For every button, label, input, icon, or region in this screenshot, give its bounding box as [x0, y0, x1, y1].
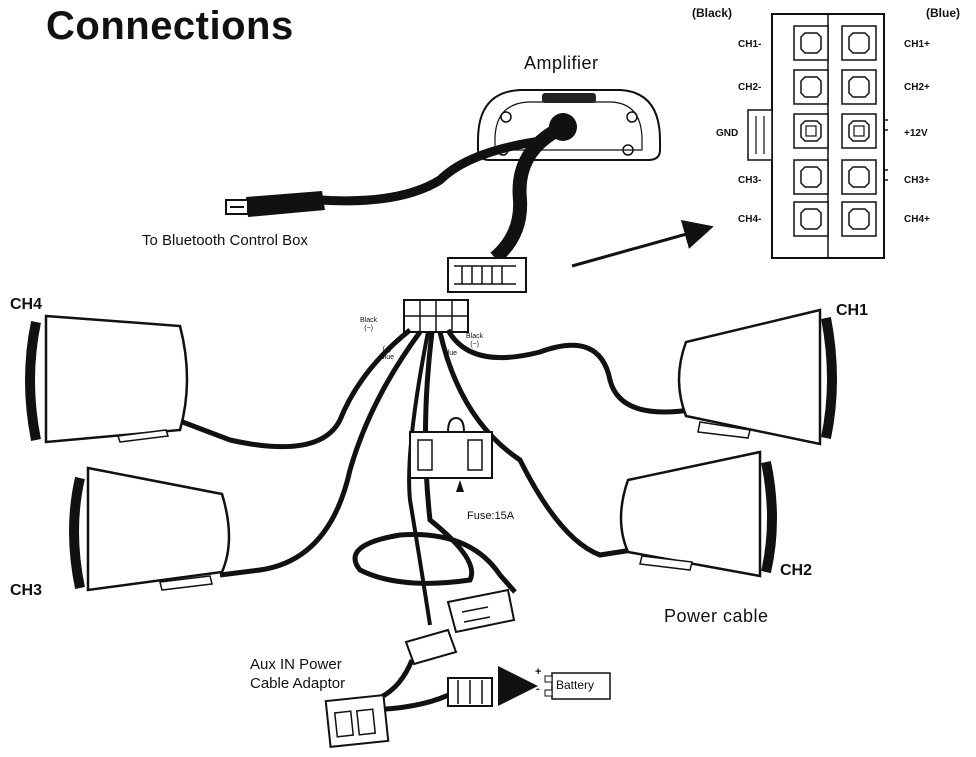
- pin-socket-left-1: [800, 32, 822, 54]
- blue-left-text: Blue: [380, 354, 395, 361]
- pin-socket-left-2: [800, 76, 822, 98]
- black-right-sign: (−): [470, 341, 479, 348]
- ch1-wire: [445, 328, 691, 415]
- ch1-label: CH1: [836, 302, 869, 319]
- pin-square-right: [853, 125, 865, 137]
- pin-cell-left-2: [793, 69, 829, 105]
- aux-label-line1: Aux IN Power: [250, 656, 342, 673]
- pinout-pointer-arrow: [571, 220, 714, 268]
- pin-cell-left-4: [793, 159, 829, 195]
- pin-cell-right-4: [841, 159, 877, 195]
- pin-ch3-plus: CH3+: [904, 175, 930, 186]
- ch4-wire: [171, 328, 412, 450]
- pin-socket-left-3: [800, 120, 822, 142]
- pinout-left-header: (Black): [692, 6, 733, 20]
- pin-socket-right-2: [848, 76, 870, 98]
- bluetooth-cable: [319, 135, 549, 206]
- battery-label: Battery: [556, 678, 595, 692]
- pin-ch2-minus: CH2-: [738, 82, 762, 93]
- page-title: Connections: [46, 4, 294, 48]
- pin-socket-left-4: [800, 166, 822, 188]
- pin-ch1-plus: CH1+: [904, 39, 930, 50]
- amplifier-label: Amplifier: [524, 53, 599, 73]
- battery-plus: +: [535, 666, 542, 678]
- power-cable-label: Power cable: [664, 606, 769, 626]
- speaker-ch4: [25, 314, 189, 444]
- battery-plug: [447, 677, 493, 707]
- speaker-ch3: [69, 466, 231, 592]
- battery-box: [544, 672, 611, 700]
- pinout-right-header: (Blue): [926, 6, 960, 20]
- pin-socket-left-5: [800, 208, 822, 230]
- harness-connector: [403, 299, 469, 333]
- black-right-tag: Black (−): [466, 333, 483, 349]
- main-connector: [447, 257, 527, 293]
- bluetooth-plug: [225, 191, 325, 217]
- battery-minus: -: [536, 683, 540, 695]
- pin-ch4-minus: CH4-: [738, 214, 762, 225]
- aux-plug: [404, 628, 458, 666]
- pin-socket-right-5: [848, 208, 870, 230]
- fuse-label: Fuse:15A: [467, 510, 515, 522]
- pin-cell-right-1: [841, 25, 877, 61]
- ch4-label: CH4: [10, 296, 43, 313]
- bluetooth-label: To Bluetooth Control Box: [142, 232, 308, 249]
- power-plug: [446, 588, 516, 634]
- ch2-label: CH2: [780, 562, 813, 579]
- speaker-ch2: [619, 450, 777, 578]
- pin-ch1-minus: CH1-: [738, 39, 762, 50]
- fuse-holder: [409, 416, 493, 492]
- black-left-sign: (−): [364, 325, 373, 332]
- pin-cell-left-5: [793, 201, 829, 237]
- pin-cell-right-5: [841, 201, 877, 237]
- pin-cell-left-3: [793, 113, 829, 149]
- pin-12v: +12V: [904, 128, 928, 139]
- pin-cell-left-1: [793, 25, 829, 61]
- pin-socket-right-1: [848, 32, 870, 54]
- pin-ch2-plus: CH2+: [904, 82, 930, 93]
- pin-gnd: GND: [716, 128, 739, 139]
- pinout-cells: [793, 25, 877, 237]
- aux-socket: [324, 693, 390, 749]
- pin-cell-right-2: [841, 69, 877, 105]
- black-left-tag: Black (−): [360, 317, 377, 333]
- pin-ch4-plus: CH4+: [904, 214, 930, 225]
- ch2-wire: [437, 331, 633, 558]
- black-left-text: Black: [360, 317, 378, 324]
- pin-socket-right-4: [848, 166, 870, 188]
- aux-label: Aux IN Power Cable Adaptor: [250, 655, 345, 693]
- pin-socket-right-3: [848, 120, 870, 142]
- ch3-label: CH3: [10, 582, 43, 599]
- pin-square-left: [805, 125, 817, 137]
- speaker-ch1: [677, 308, 837, 446]
- pin-ch3-minus: CH3-: [738, 175, 762, 186]
- aux-wire: [407, 331, 432, 626]
- blue-left-tag: (+) Blue: [380, 346, 394, 362]
- black-right-text: Black: [466, 333, 484, 340]
- blue-right-tag: Blue: [443, 350, 458, 357]
- ch3-wire: [219, 330, 423, 578]
- aux-label-line2: Cable Adaptor: [250, 675, 346, 692]
- blue-left-sign: (+): [382, 346, 392, 353]
- pin-cell-right-3: [841, 113, 877, 149]
